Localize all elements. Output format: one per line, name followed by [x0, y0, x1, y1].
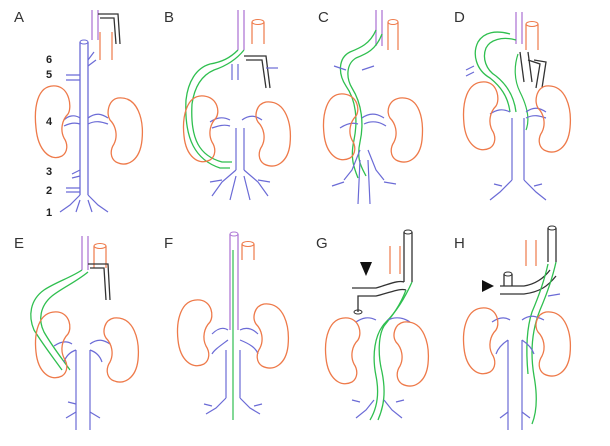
vessel-number-3: 3: [46, 166, 52, 178]
arrowhead-marker: [482, 280, 494, 292]
panel-f: F: [164, 232, 288, 420]
vessel-number-1: 1: [46, 207, 52, 219]
panel-label-g: G: [316, 235, 328, 252]
panel-label-d: D: [454, 9, 465, 26]
panel-label-a: A: [14, 9, 24, 26]
panel-h: H: [454, 226, 570, 430]
panel-label-f: F: [164, 235, 173, 252]
vessel-number-2: 2: [46, 185, 52, 197]
panel-d: D: [454, 9, 570, 200]
panel-label-b: B: [164, 9, 174, 26]
panel-label-e: E: [14, 235, 24, 252]
panel-b: B: [164, 9, 290, 200]
panel-label-h: H: [454, 235, 465, 252]
vessel-number-4: 4: [46, 116, 53, 128]
vessel-number-5: 5: [46, 69, 52, 81]
panel-c: C: [318, 9, 422, 204]
arrowhead-marker: [360, 262, 372, 276]
panel-a: A 6 5 4 3 2 1: [14, 9, 142, 219]
panel-e: E: [14, 235, 138, 430]
panel-label-c: C: [318, 9, 329, 26]
panel-g: G: [316, 230, 428, 420]
vessel-number-6: 6: [46, 54, 52, 66]
